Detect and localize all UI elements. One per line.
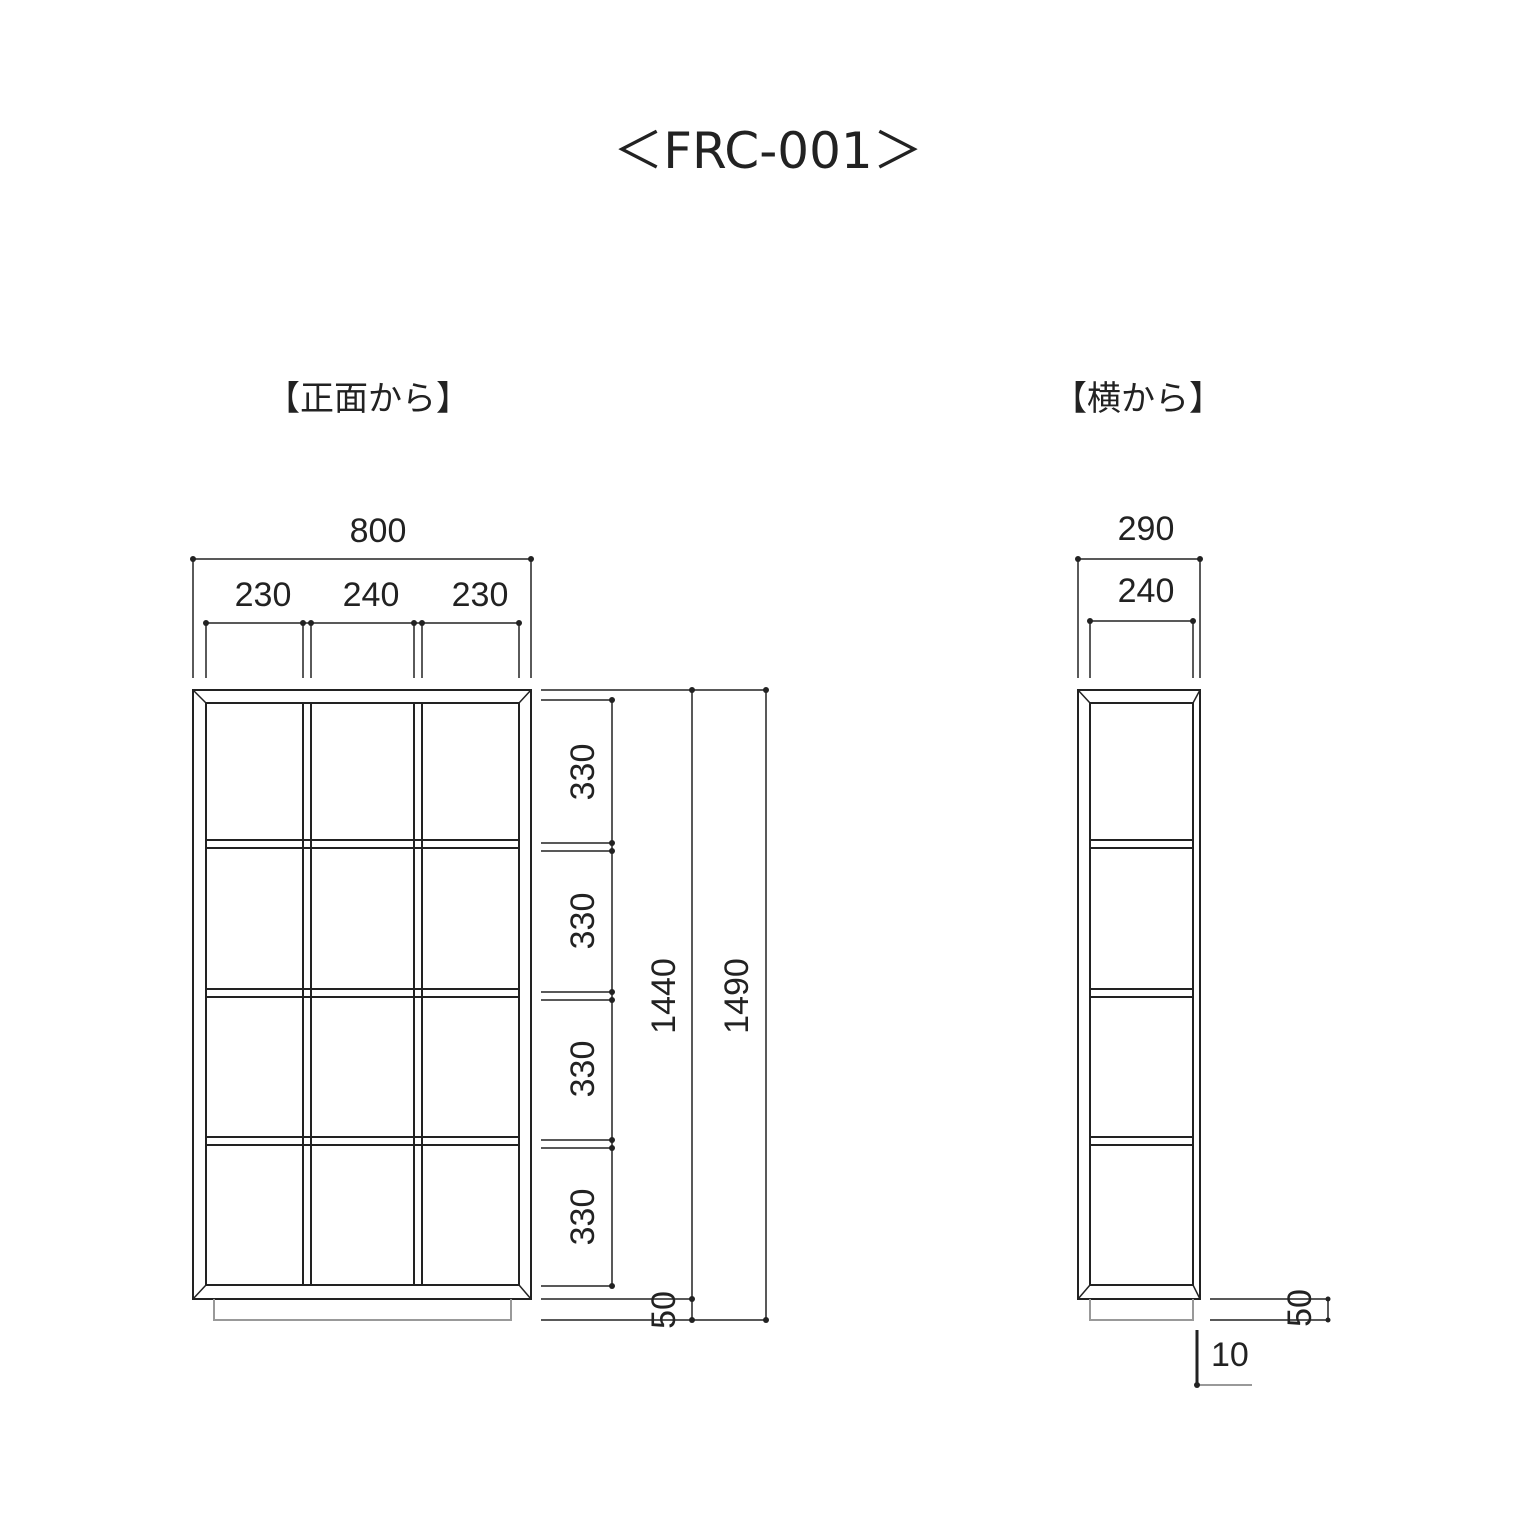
front-outer-frame [192, 689, 532, 1300]
side-outer-frame [1077, 689, 1201, 1300]
front-plinth [213, 1299, 512, 1321]
front-inner-frame [205, 702, 520, 1286]
side-base-height: 50 [1281, 1289, 1319, 1327]
side-shelves [1090, 839, 1193, 1146]
side-base-dimensions: 50 10 [1194, 1289, 1331, 1388]
front-overall-width: 800 [350, 512, 407, 550]
front-shelves [206, 839, 519, 1146]
front-frame-bevels [192, 689, 532, 1300]
front-column-width-2: 240 [343, 576, 400, 614]
front-shelf-height-1: 330 [564, 744, 602, 801]
side-frame-bevels [1077, 689, 1201, 1300]
drawing-title: ＜FRC-001＞ [613, 122, 922, 180]
front-vertical-dividers [302, 703, 423, 1285]
side-base-inset: 10 [1211, 1336, 1249, 1374]
front-total-height: 1490 [718, 958, 756, 1034]
side-view [1077, 689, 1201, 1321]
side-inner-frame [1089, 702, 1194, 1286]
front-view-label: 【正面から】 [266, 379, 470, 419]
front-view [192, 689, 532, 1321]
side-view-label: 【横から】 [1053, 379, 1223, 419]
side-depth-dimensions: 290 240 [1075, 510, 1203, 678]
side-inner-depth: 240 [1118, 572, 1175, 610]
front-base-height: 50 [645, 1291, 683, 1329]
front-height-dimensions: 330 330 330 330 1440 50 1490 [541, 687, 769, 1329]
front-body-height: 1440 [645, 958, 683, 1034]
side-overall-depth: 290 [1118, 510, 1175, 548]
side-plinth [1089, 1299, 1194, 1321]
front-shelf-height-2: 330 [564, 893, 602, 950]
front-column-width-3: 230 [452, 576, 509, 614]
front-width-dimensions: 800 230 240 230 [190, 512, 534, 678]
front-column-width-1: 230 [235, 576, 292, 614]
front-shelf-height-4: 330 [564, 1189, 602, 1246]
front-shelf-height-3: 330 [564, 1041, 602, 1098]
